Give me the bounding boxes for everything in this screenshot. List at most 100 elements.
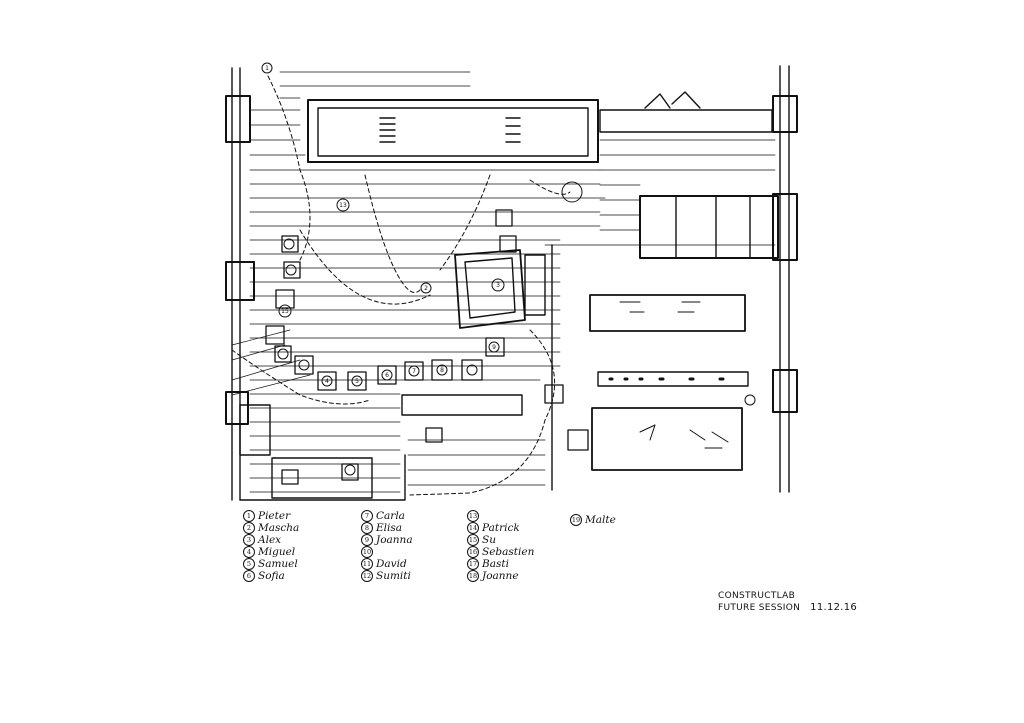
shelf — [597, 371, 749, 387]
center-table — [454, 249, 526, 329]
left-pillar-mid — [225, 261, 255, 301]
bottom-bench — [401, 394, 523, 416]
top-right-room — [599, 109, 773, 133]
chairs — [265, 209, 589, 485]
right-wall — [779, 65, 790, 493]
right-pillar-mid — [772, 193, 798, 261]
seat-label: 7 — [412, 368, 416, 375]
roof-sketch — [644, 91, 701, 109]
seat-label: 9 — [492, 344, 496, 351]
bottom-wall — [239, 454, 406, 501]
seat-label: 13 — [339, 202, 347, 209]
right-cabinets — [639, 195, 779, 259]
legend-number: 2 — [243, 522, 255, 534]
seat-labels: 1 13 15 4 5 6 7 8 9 3 2 — [265, 65, 500, 385]
legend-number: 8 — [361, 522, 373, 534]
legend-name: Sofia — [258, 570, 285, 582]
island-items — [619, 301, 701, 313]
stair-hatch — [379, 117, 521, 143]
legend-number: 3 — [243, 534, 255, 546]
left-pillar-top — [225, 95, 251, 143]
legend-name: Sumiti — [376, 570, 411, 582]
legend-name: Alex — [258, 534, 282, 546]
top-room — [307, 99, 599, 163]
left-wall — [231, 67, 241, 501]
center-side-table — [524, 254, 546, 316]
caption-title: CONSTRUCTLAB — [718, 591, 796, 601]
legend-name: Patrick — [482, 522, 520, 534]
legend-name: Samuel — [258, 558, 298, 570]
legend-name: Mascha — [258, 522, 300, 534]
legend-number: 10 — [361, 546, 373, 558]
seat-label: 4 — [325, 378, 329, 385]
movement-paths — [231, 75, 571, 496]
legend-number: 4 — [243, 546, 255, 558]
seat-label: 15 — [281, 308, 289, 315]
floorboards — [249, 71, 776, 493]
legend-number: 6 — [243, 570, 255, 582]
legend-name: Pieter — [258, 510, 291, 522]
legend-name: Basti — [482, 558, 509, 570]
legend-number: 1 — [243, 510, 255, 522]
seat-ray-lines — [231, 329, 311, 396]
legend-number: 17 — [467, 558, 479, 570]
legend-name: Joanna — [376, 534, 413, 546]
legend-item: 13 — [467, 510, 534, 522]
legend-number: 15 — [467, 534, 479, 546]
legend-item: 10 — [361, 546, 413, 558]
legend-name: Joanne — [482, 570, 519, 582]
legend-name: Sebastien — [482, 546, 535, 558]
caption-subtitle: FUTURE SESSION — [718, 603, 801, 613]
legend-number: 16 — [467, 546, 479, 558]
center-table-inner — [464, 257, 516, 319]
left-pillar-bottom — [225, 391, 249, 425]
legend-number: 14 — [467, 522, 479, 534]
seat-label: 8 — [440, 367, 444, 374]
legend-name: Su — [482, 534, 496, 546]
seat-label: 1 — [265, 65, 269, 72]
legend-name: Elisa — [376, 522, 403, 534]
legend-number: 9 — [361, 534, 373, 546]
legend-number: 18 — [467, 570, 479, 582]
legend-name: Carla — [376, 510, 405, 522]
legend-number: 12 — [361, 570, 373, 582]
legend-number: 19 — [570, 514, 582, 526]
seat-label: 2 — [424, 285, 428, 292]
bottom-left-table — [271, 457, 373, 499]
bottom-left-room — [239, 404, 271, 456]
seat-label: 5 — [355, 378, 359, 385]
legend-number: 5 — [243, 558, 255, 570]
legend-number: 7 — [361, 510, 373, 522]
seat-label: 6 — [385, 372, 389, 379]
top-room-inner — [317, 107, 589, 157]
legend-name: David — [376, 558, 407, 570]
seat-label: 3 — [496, 282, 500, 289]
table-items — [639, 424, 729, 449]
legend-name: Malte — [585, 514, 616, 526]
right-pillar-top — [772, 95, 798, 133]
legend-name: Miguel — [258, 546, 296, 558]
